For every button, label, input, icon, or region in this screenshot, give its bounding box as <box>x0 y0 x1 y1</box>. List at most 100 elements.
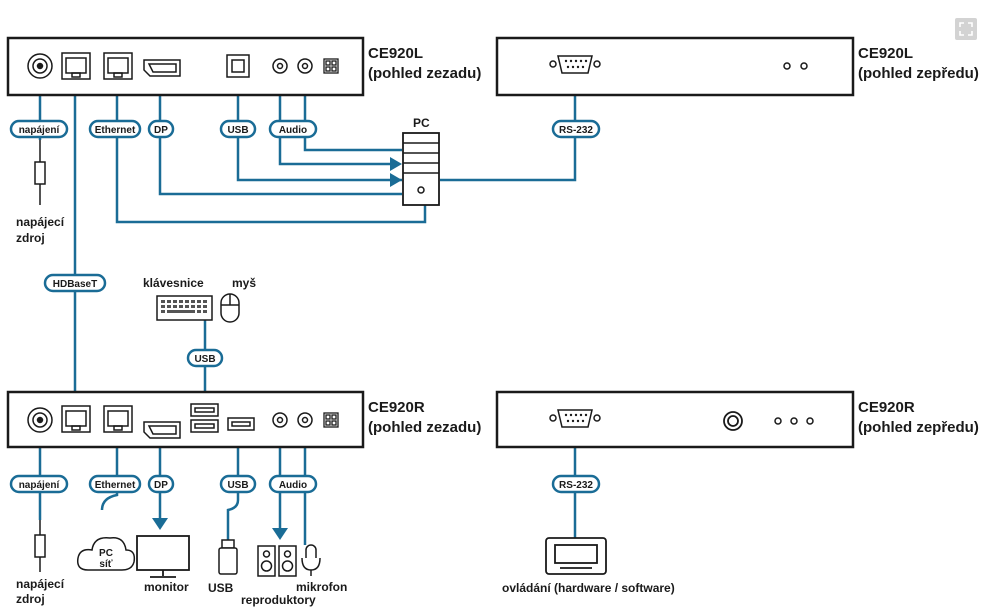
cable-audio-top-out <box>278 78 395 166</box>
cloud-icon: PC síť <box>76 537 136 571</box>
pill-audio-top: Audio <box>268 119 318 139</box>
pill-label: Audio <box>279 125 307 136</box>
cable-usb-bottom <box>226 435 240 540</box>
led-indicators <box>774 417 814 425</box>
cloud-label-1: PC <box>99 548 113 559</box>
pill-label: napájení <box>19 480 61 491</box>
speaker-icon <box>257 545 297 577</box>
expand-icon[interactable] <box>955 18 977 40</box>
keyboard-icon <box>156 295 213 321</box>
led-indicators <box>783 62 808 70</box>
pill-label: Audio <box>279 480 307 491</box>
displayport-icon <box>143 421 181 439</box>
control-panel-icon <box>545 537 607 575</box>
usb-b-icon <box>226 54 250 78</box>
pill-ethernet-top: Ethernet <box>88 119 142 139</box>
pill-label: RS-232 <box>559 125 593 136</box>
pill-label: USB <box>227 125 248 136</box>
power-bottom-label-1: napájecí <box>16 577 65 591</box>
audio-jack-icon <box>297 412 313 428</box>
device-view: (pohled zezadu) <box>368 65 481 82</box>
pill-rs232-bottom: RS-232 <box>551 474 601 494</box>
device-top-front: CE920L (pohled zepředu) <box>495 36 979 97</box>
speakers-label: reproduktory <box>241 593 316 607</box>
device-top-rear: CE920L (pohled zezadu) <box>6 36 481 97</box>
power-connector-icon <box>323 58 339 74</box>
power-connector-icon <box>323 412 339 428</box>
power-plug-icon <box>34 520 46 572</box>
arrow-audio-bottom-down <box>272 528 288 540</box>
pill-usb-peripheral: USB <box>186 348 224 368</box>
device-view: (pohled zepředu) <box>858 419 979 436</box>
cable-rs232-top <box>440 75 577 182</box>
device-view: (pohled zepředu) <box>858 65 979 82</box>
monitor-icon <box>136 535 190 578</box>
pc-tower-icon: PC <box>402 116 440 206</box>
cable-usb-top <box>236 78 402 182</box>
pill-label: napájení <box>19 125 61 136</box>
power-plug-icon <box>34 140 46 205</box>
audio-jack-icon <box>272 412 288 428</box>
device-name: CE920L <box>858 45 913 62</box>
control-label: ovládání (hardware / software) <box>502 581 675 595</box>
pc-label: PC <box>413 116 430 130</box>
mouse-icon <box>220 293 240 323</box>
usb-stick-icon <box>218 539 238 575</box>
pill-dp-bottom: DP <box>147 474 175 494</box>
cables <box>38 75 577 545</box>
pill-usb-bottom: USB <box>219 474 257 494</box>
rj45-icon <box>103 405 133 433</box>
pill-dp-top: DP <box>147 119 175 139</box>
pill-label: DP <box>154 125 168 136</box>
microphone-label: mikrofon <box>296 580 347 594</box>
bnc-icon <box>27 407 53 433</box>
pill-hdbaset: HDBaseT <box>43 273 107 293</box>
pill-power-bottom: napájení <box>9 474 69 494</box>
mouse-label: myš <box>232 276 256 290</box>
audio-jack-icon <box>297 58 313 74</box>
pill-label: DP <box>154 480 168 491</box>
button-knob-icon <box>723 411 743 431</box>
arrow-usb-top-pc <box>390 173 402 187</box>
device-bottom-front: CE920R (pohled zepředu) <box>495 390 979 449</box>
cloud-label-2: síť <box>99 559 112 570</box>
pill-audio-bottom: Audio <box>268 474 318 494</box>
device-name: CE920R <box>858 399 915 416</box>
pill-label: USB <box>194 354 215 365</box>
usb-a-icon <box>227 417 255 431</box>
pill-rs232-top: RS-232 <box>551 119 601 139</box>
pill-label: RS-232 <box>559 480 593 491</box>
bnc-icon <box>27 53 53 79</box>
device-box <box>495 36 855 97</box>
db9-icon <box>549 55 601 74</box>
audio-jack-icon <box>272 58 288 74</box>
power-top-label-1: napájecí <box>16 215 65 229</box>
pill-label: HDBaseT <box>53 279 97 290</box>
power-bottom-label-2: zdroj <box>16 592 45 606</box>
pill-ethernet-bottom: Ethernet <box>88 474 142 494</box>
rj45-icon <box>103 52 133 80</box>
usb-device-label: USB <box>208 581 234 595</box>
pill-power-top: napájení <box>9 119 69 139</box>
device-box <box>6 36 365 97</box>
microphone-icon <box>301 544 321 576</box>
power-top-label-2: zdroj <box>16 231 45 245</box>
displayport-icon <box>143 59 181 77</box>
device-name: CE920L <box>368 45 423 62</box>
arrow-dp-bottom <box>152 518 168 530</box>
pill-usb-top: USB <box>219 119 257 139</box>
pill-label: Ethernet <box>95 125 136 136</box>
db9-icon <box>549 409 601 428</box>
cable-ethernet-top <box>115 80 427 224</box>
device-box <box>6 390 365 449</box>
monitor-label: monitor <box>144 580 189 594</box>
pill-label: USB <box>227 480 248 491</box>
device-name: CE920R <box>368 399 425 416</box>
cable-ethernet-bottom <box>100 435 119 511</box>
usb-a-icon <box>190 403 219 433</box>
device-bottom-rear: CE920R (pohled zezadu) <box>6 390 481 449</box>
rj45-icon <box>61 405 91 433</box>
rj45-icon <box>61 52 91 80</box>
device-view: (pohled zezadu) <box>368 419 481 436</box>
